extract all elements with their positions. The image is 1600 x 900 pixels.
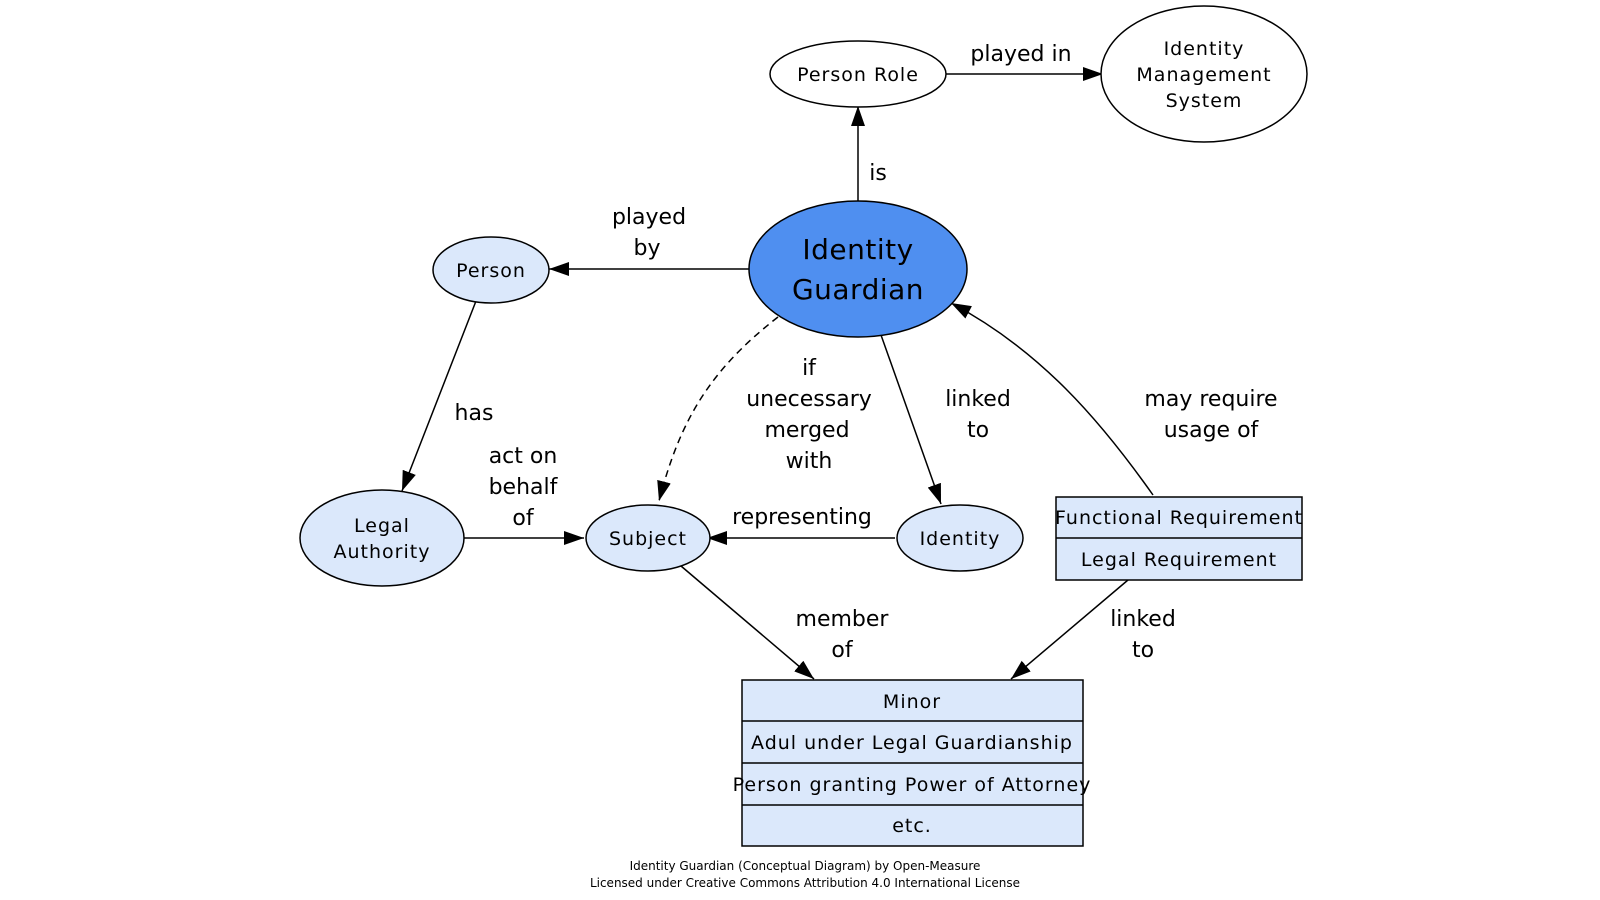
record-members[interactable]: Minor Adul under Legal Guardianship Pers… [733, 679, 1092, 847]
edge-labels: played in is played by has act on behalf… [455, 42, 1278, 663]
requirements-row-legal: Legal Requirement [1081, 549, 1277, 571]
label-played-by-line-2: by [634, 236, 661, 261]
credit-line-1: Identity Guardian (Conceptual Diagram) b… [630, 859, 981, 873]
label-member-of-line-1: member [796, 607, 890, 632]
node-subject[interactable]: Subject [585, 504, 711, 572]
node-identity-guardian[interactable]: Identity Guardian [748, 200, 968, 338]
label-merged-with-line-4: with [786, 449, 833, 474]
label-representing: representing [732, 505, 872, 530]
label-played-in: played in [970, 42, 1071, 67]
node-identity[interactable]: Identity [896, 504, 1024, 572]
label-may-require-usage-of-line-1: may require [1144, 387, 1277, 412]
identity-guardian-label-line-1: Identity [802, 233, 913, 266]
label-linked-to-members-line-2: to [1132, 638, 1154, 663]
ims-label-line-1: Identity [1164, 38, 1245, 60]
label-played-by-line-1: played [612, 205, 686, 230]
node-legal-authority[interactable]: Legal Authority [299, 489, 465, 587]
credit-line-2: Licensed under Creative Commons Attribut… [590, 876, 1020, 890]
record-requirements[interactable]: Functional Requirement Legal Requirement [1055, 496, 1303, 581]
identity-label: Identity [920, 528, 1001, 550]
person-label: Person [456, 260, 526, 282]
label-may-require-usage-of-line-2: usage of [1164, 418, 1260, 443]
label-merged-with-line-1: if [802, 356, 817, 381]
label-is: is [869, 161, 887, 186]
node-person-role[interactable]: Person Role [769, 40, 947, 108]
label-linked-to-identity-line-1: linked [945, 387, 1011, 412]
edge-linked-to-members [1010, 579, 1129, 680]
label-act-on-behalf-of-line-2: behalf [489, 475, 559, 500]
members-row-adult-guardianship: Adul under Legal Guardianship [751, 732, 1073, 754]
label-act-on-behalf-of-line-3: of [512, 506, 534, 531]
credit: Identity Guardian (Conceptual Diagram) b… [590, 859, 1020, 890]
edge-may-require-usage-of [950, 302, 1154, 496]
edge-has [401, 300, 477, 492]
members-row-power-of-attorney: Person granting Power of Attorney [733, 774, 1092, 796]
members-row-etc: etc. [892, 815, 932, 837]
person-role-label: Person Role [797, 64, 919, 86]
node-identity-management-system[interactable]: Identity Management System [1100, 5, 1308, 143]
legal-authority-label-line-1: Legal [354, 515, 410, 537]
subject-label: Subject [609, 528, 687, 550]
label-linked-to-members-line-1: linked [1110, 607, 1176, 632]
edge-linked-to-identity [880, 334, 942, 505]
edge-merged-with [657, 316, 779, 502]
label-act-on-behalf-of-line-1: act on [489, 444, 558, 469]
label-has: has [455, 401, 494, 426]
node-person[interactable]: Person [432, 236, 550, 304]
edges [401, 67, 1154, 680]
ims-label-line-3: System [1166, 90, 1243, 112]
identity-guardian-label-line-2: Guardian [792, 273, 924, 306]
edge-member-of [680, 565, 815, 680]
label-linked-to-identity-line-2: to [967, 418, 989, 443]
requirements-row-functional: Functional Requirement [1055, 507, 1303, 529]
label-merged-with-line-3: merged [764, 418, 849, 443]
legal-authority-label-line-2: Authority [334, 541, 431, 563]
ims-label-line-2: Management [1136, 64, 1271, 86]
label-merged-with-line-2: unecessary [746, 387, 872, 412]
label-member-of-line-2: of [831, 638, 853, 663]
members-row-minor: Minor [883, 691, 941, 713]
